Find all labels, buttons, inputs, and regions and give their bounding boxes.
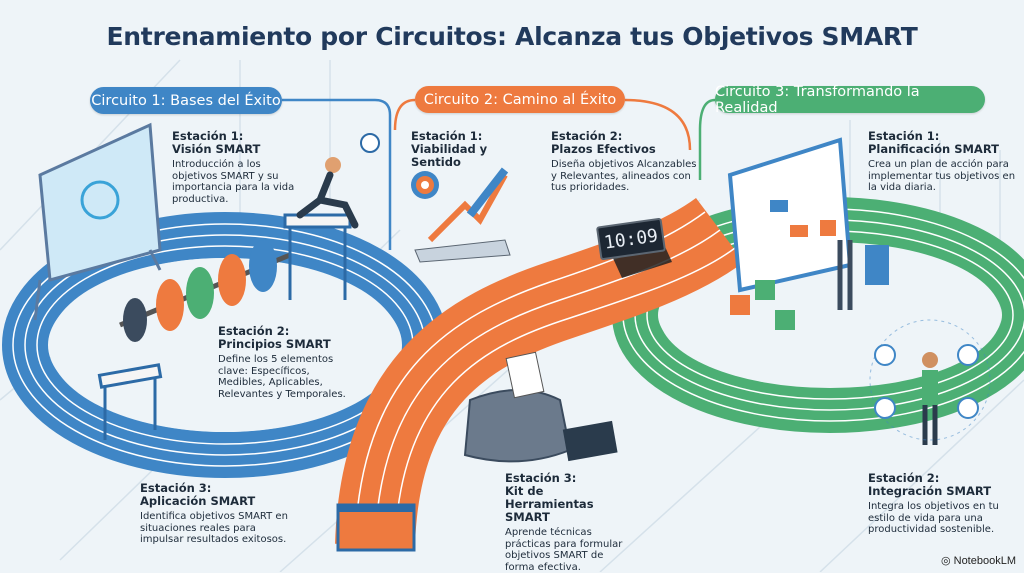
station-title: Viabilidad y Sentido bbox=[411, 142, 488, 169]
station-title: Aplicación SMART bbox=[140, 494, 256, 508]
station-heading: Estación 1: bbox=[868, 129, 940, 143]
station-description: Integra los objetivos en tu estilo de vi… bbox=[868, 501, 999, 535]
circuit2-label: Circuito 2: Camino al Éxito bbox=[415, 86, 625, 113]
c1-station1: Estación 1: Visión SMART Introducción a … bbox=[172, 130, 307, 205]
station-heading: Estación 3: bbox=[140, 481, 212, 495]
hurdle-illustration bbox=[97, 213, 352, 440]
target-arrow-illustration bbox=[411, 167, 511, 263]
circuit1-connector bbox=[282, 98, 392, 250]
circuit2-track bbox=[335, 197, 744, 552]
circuit1-label: Circuito 1: Bases del Éxito bbox=[90, 87, 282, 114]
station-title: Planificación SMART bbox=[868, 142, 1000, 156]
station-title: Integración SMART bbox=[868, 484, 992, 498]
station-title: Visión SMART bbox=[172, 142, 261, 156]
station-description: Introducción a los objetivos SMART y su … bbox=[172, 159, 295, 205]
brand-name: NotebookLM bbox=[953, 554, 1016, 567]
station-heading: Estación 2: bbox=[868, 471, 940, 485]
station-heading: Estación 1: bbox=[411, 129, 483, 143]
station-title: Plazos Efectivos bbox=[551, 142, 656, 156]
integration-person-illustration bbox=[869, 319, 991, 445]
circuit3-connector bbox=[698, 98, 716, 180]
c2-station2: Estación 2: Plazos Efectivos Diseña obje… bbox=[551, 130, 701, 194]
notebooklm-logo-icon: ◎ bbox=[941, 555, 951, 567]
runner-illustration bbox=[296, 133, 380, 229]
c1-station3: Estación 3: Aplicación SMART Identifica … bbox=[140, 482, 290, 546]
c2-station3: Estación 3: Kit de Herramientas SMART Ap… bbox=[505, 472, 635, 573]
station-heading: Estación 3: bbox=[505, 471, 577, 485]
station-heading: Estación 2: bbox=[218, 324, 290, 338]
station-title: Kit de Herramientas SMART bbox=[505, 484, 594, 524]
c2-station1: Estación 1: Viabilidad y Sentido bbox=[411, 130, 541, 169]
station-heading: Estación 1: bbox=[172, 129, 244, 143]
page-title: Entrenamiento por Circuitos: Alcanza tus… bbox=[106, 22, 918, 51]
c3-station1: Estación 1: Planificación SMART Crea un … bbox=[868, 130, 1018, 194]
dumbbell-illustration bbox=[119, 240, 291, 342]
station-description: Aprende técnicas prácticas para formular… bbox=[505, 527, 623, 573]
station-description: Identifica objetivos SMART en situacione… bbox=[140, 511, 288, 545]
planning-monitor-illustration bbox=[727, 137, 889, 330]
station-description: Crea un plan de acción para implementar … bbox=[868, 159, 1016, 193]
station-title: Principios SMART bbox=[218, 337, 331, 351]
circuit2-connector bbox=[393, 98, 692, 151]
c1-station2: Estación 2: Principios SMART Define los … bbox=[218, 325, 346, 400]
brand-footer: ◎ NotebookLM bbox=[941, 554, 1016, 568]
station-description: Define los 5 elementos clave: Específico… bbox=[218, 354, 346, 400]
gym-bag-illustration bbox=[463, 351, 618, 463]
whiteboard-illustration bbox=[33, 122, 162, 321]
station-heading: Estación 2: bbox=[551, 129, 623, 143]
circuit3-label: Circuito 3: Transformando la Realidad bbox=[715, 84, 985, 116]
c3-station2: Estación 2: Integración SMART Integra lo… bbox=[868, 472, 1018, 536]
station-description: Diseña objetivos Alcanzables y Relevante… bbox=[551, 159, 697, 193]
